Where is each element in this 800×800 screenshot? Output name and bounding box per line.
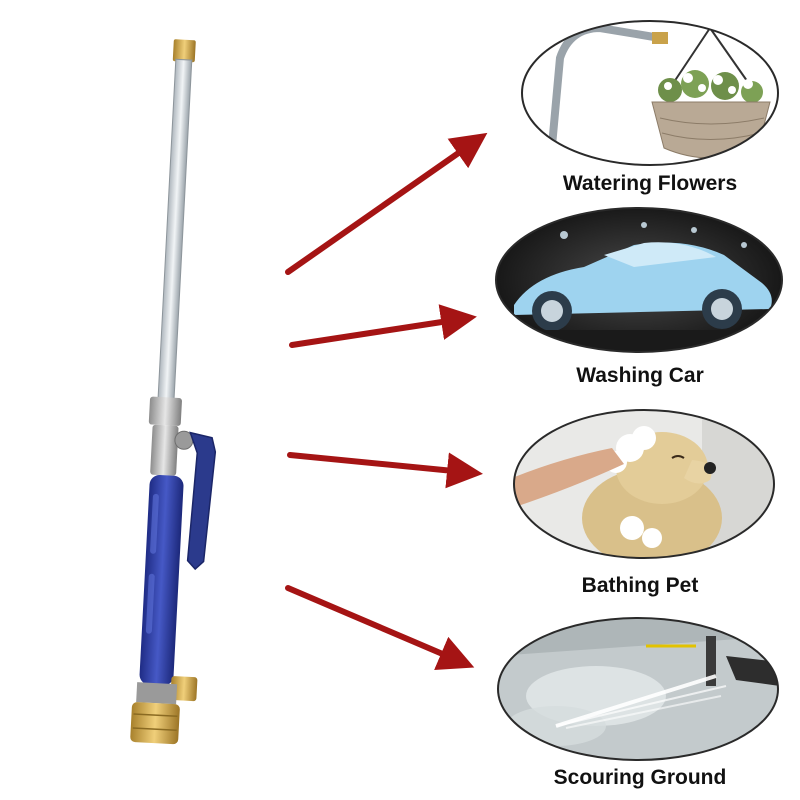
hose-connector [130,702,180,745]
caption-watering-flowers: Watering Flowers [562,172,738,195]
arrow-to-pet [287,452,483,489]
nozzle-tip [172,39,196,63]
valve-body [148,396,182,426]
dog-bath-icon [513,409,775,559]
arrow-to-car [289,304,477,348]
valve-lever [186,431,217,571]
caption-washing-car: Washing Car [576,364,704,387]
car-wash-splash-icon [495,207,783,353]
caption-scouring-ground: Scouring Ground [553,766,727,789]
side-fitting [170,676,198,702]
arrow-to-ground [285,585,475,670]
arrow-to-flowers [285,132,488,275]
hanging-flower-basket-icon [521,20,779,166]
caption-bathing-pet: Bathing Pet [581,574,699,597]
ground-spray-icon [497,617,779,761]
